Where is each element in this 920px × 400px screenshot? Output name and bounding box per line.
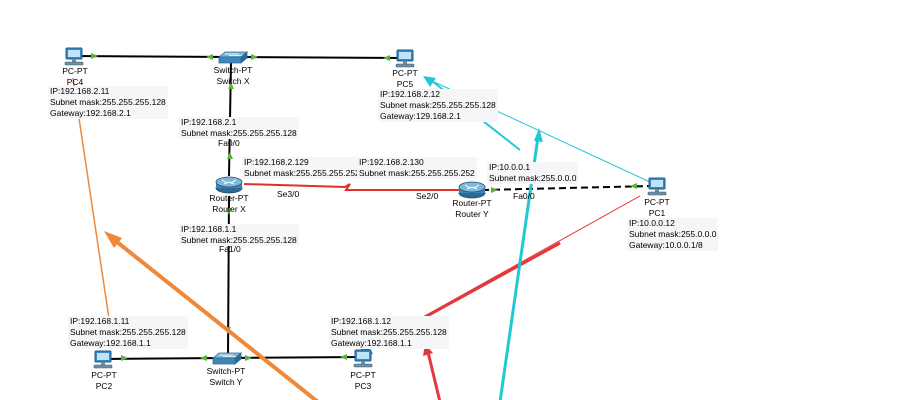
router-y-icon[interactable] [458, 181, 486, 199]
router-x-fa1-info: IP:192.168.1.1 Subnet mask:255.255.255.1… [179, 224, 299, 246]
router-x-icon[interactable] [215, 176, 243, 194]
pc2-info: IP:192.168.1.11 Subnet mask:255.255.255.… [68, 316, 188, 349]
pc4-mask: Subnet mask:255.255.255.128 [50, 97, 166, 107]
switch-y-label: Switch-PT Switch Y [201, 366, 251, 388]
router-x-serial-ip: IP:192.168.2.129 [244, 157, 309, 167]
pc4-gateway: Gateway:192.168.2.1 [50, 108, 131, 118]
pc4-icon[interactable] [64, 47, 84, 66]
pc1-icon[interactable] [647, 177, 667, 196]
router-x-serial-info: IP:192.168.2.129 Subnet mask:255.255.255… [242, 157, 362, 179]
router-y-fa0-ip: IP:10.0.0.1 [489, 162, 531, 172]
switch-y-icon[interactable] [212, 352, 242, 365]
pc1-ip: IP:10.0.0.12 [629, 218, 675, 228]
switch-x-icon[interactable] [218, 51, 248, 64]
router-x-fa0-port: Fa0/0 [218, 138, 240, 148]
pc4-info: IP:192.168.2.11 Subnet mask:255.255.255.… [48, 86, 168, 119]
router-y-se-port: Se2/0 [416, 191, 439, 201]
pc5-gateway: Gateway:129.168.2.1 [380, 111, 461, 121]
port-indicators [91, 53, 637, 361]
pc1-label: PC-PT PC1 [638, 197, 676, 219]
router-y-label: Router-PT Router Y [449, 198, 495, 220]
switch-y-type: Switch-PT [206, 366, 246, 376]
pc1-gateway: Gateway:10.0.0.1/8 [629, 240, 703, 250]
router-x-serial-mask: Subnet mask:255.255.255.252 [244, 168, 360, 178]
router-y-serial-ip: IP:192.168.2.130 [359, 157, 424, 167]
pc3-ip: IP:192.168.1.12 [331, 316, 392, 326]
pc2-type: PC-PT [91, 370, 117, 380]
pc1-name: PC1 [648, 208, 666, 218]
switch-y-name: Switch Y [209, 377, 243, 387]
switch-x-name: Switch X [216, 76, 250, 86]
pc2-ip: IP:192.168.1.11 [70, 316, 130, 326]
router-y-fa0-port: Fa0/0 [513, 191, 535, 201]
pc3-gateway: Gateway:192.168.1.1 [331, 338, 412, 348]
pc1-type: PC-PT [644, 197, 670, 207]
router-y-fa0-info: IP:10.0.0.1 Subnet mask:255.0.0.0 [487, 162, 579, 184]
link-switch-x-pc5 [231, 56, 406, 59]
router-x-fa0-info: IP:192.168.2.1 Subnet mask:255.255.255.1… [179, 117, 299, 139]
pc2-icon[interactable] [93, 350, 113, 369]
pc4-name: PC4 [66, 77, 84, 87]
pc5-ip: IP:192.168.2.12 [380, 89, 441, 99]
router-y-serial-mask: Subnet mask:255.255.255.252 [359, 168, 475, 178]
pc5-icon[interactable] [395, 49, 415, 68]
router-x-type: Router-PT [209, 193, 249, 203]
router-x-se-port: Se3/0 [277, 189, 300, 199]
router-x-label: Router-PT Router X [206, 193, 252, 215]
pc3-info: IP:192.168.1.12 Subnet mask:255.255.255.… [329, 316, 449, 349]
router-x-fa1-ip: IP:192.168.1.1 [181, 224, 237, 234]
link-router-y-pc1 [481, 185, 653, 191]
pc4-ip: IP:192.168.2.11 [50, 86, 110, 96]
pc3-label: PC-PT PC3 [344, 370, 382, 392]
pc5-label: PC-PT PC5 [386, 68, 424, 90]
pc1-mask: Subnet mask:255.0.0.0 [629, 229, 717, 239]
pc5-mask: Subnet mask:255.255.255.128 [380, 100, 496, 110]
pc2-mask: Subnet mask:255.255.255.128 [70, 327, 186, 337]
router-x-fa1-port: Fa1/0 [219, 244, 241, 254]
router-y-fa0-mask: Subnet mask:255.0.0.0 [489, 173, 577, 183]
pc2-name: PC2 [95, 381, 113, 391]
link-serial-router-x-router-y [243, 183, 470, 191]
pc3-name: PC3 [354, 381, 372, 391]
link-pc4-switch-x [73, 55, 233, 58]
pc5-type: PC-PT [392, 68, 418, 78]
router-x-fa1-mask: Subnet mask:255.255.255.128 [181, 235, 297, 245]
switch-x-type: Switch-PT [213, 65, 253, 75]
pc3-mask: Subnet mask:255.255.255.128 [331, 327, 447, 337]
router-y-name: Router Y [455, 209, 489, 219]
pc3-icon[interactable] [353, 349, 373, 368]
pc1-info: IP:10.0.0.12 Subnet mask:255.0.0.0 Gatew… [627, 218, 719, 251]
pc5-name: PC5 [396, 79, 414, 89]
router-y-type: Router-PT [452, 198, 492, 208]
switch-x-label: Switch-PT Switch X [208, 65, 258, 87]
router-x-fa0-mask: Subnet mask:255.255.255.128 [181, 128, 297, 138]
router-x-fa0-ip: IP:192.168.2.1 [181, 117, 237, 127]
pc5-info: IP:192.168.2.12 Subnet mask:255.255.255.… [378, 89, 498, 122]
pc2-gateway: Gateway:192.168.1.1 [70, 338, 151, 348]
pc2-label: PC-PT PC2 [85, 370, 123, 392]
pc3-type: PC-PT [350, 370, 376, 380]
pc4-type: PC-PT [62, 66, 88, 76]
router-y-serial-info: IP:192.168.2.130 Subnet mask:255.255.255… [357, 157, 477, 179]
router-x-name: Router X [212, 204, 246, 214]
pc4-label: PC-PT PC4 [56, 66, 94, 88]
